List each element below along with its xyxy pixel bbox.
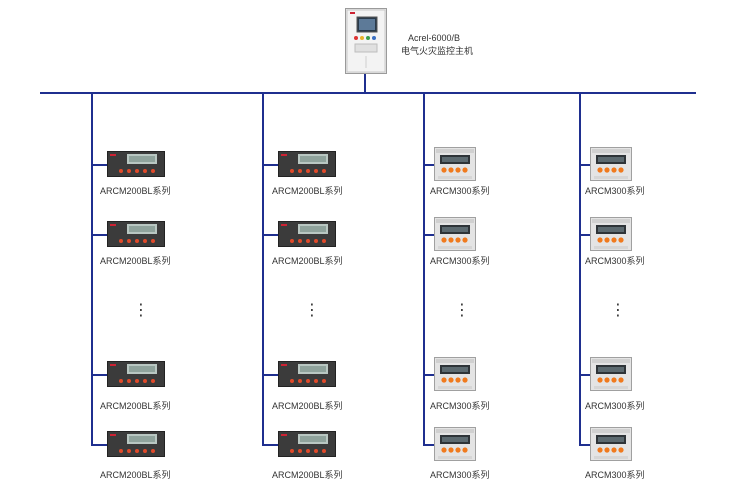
device-label: ARCM200BL系列 xyxy=(272,470,343,480)
branch-line-2 xyxy=(262,92,264,446)
device-label: ARCM300系列 xyxy=(430,401,490,411)
main-bus xyxy=(40,92,696,94)
stub-c2-r3 xyxy=(263,374,278,376)
stub-c3-r2 xyxy=(424,234,434,236)
stub-c4-r3 xyxy=(580,374,590,376)
ellipsis: ⋮ xyxy=(304,302,320,319)
stub-c4-r1 xyxy=(580,164,590,166)
arcm200bl-device xyxy=(107,361,165,387)
arcm200bl-device xyxy=(107,221,165,247)
host-cabinet xyxy=(345,8,387,74)
arcm300-device xyxy=(590,357,632,391)
host-model-label: Acrel-6000/B xyxy=(408,33,461,43)
device-label: ARCM300系列 xyxy=(585,256,645,266)
stub-c3-r4 xyxy=(424,444,434,446)
stub-c4-r2 xyxy=(580,234,590,236)
stub-c4-r4 xyxy=(580,444,590,446)
device-label: ARCM200BL系列 xyxy=(100,186,171,196)
stub-c3-r1 xyxy=(424,164,434,166)
host-name-label: 电气火灾监控主机 xyxy=(401,46,474,56)
device-label: ARCM300系列 xyxy=(585,401,645,411)
arcm200bl-device xyxy=(278,431,336,457)
ellipsis: ⋮ xyxy=(610,302,626,319)
host-drop-line xyxy=(364,74,366,94)
device-label: ARCM300系列 xyxy=(430,470,490,480)
branch-line-1 xyxy=(91,92,93,446)
device-label: ARCM200BL系列 xyxy=(100,470,171,480)
device-label: ARCM200BL系列 xyxy=(272,401,343,411)
arcm300-device xyxy=(434,357,476,391)
arcm200bl-device xyxy=(107,431,165,457)
device-label: ARCM200BL系列 xyxy=(100,401,171,411)
device-label: ARCM200BL系列 xyxy=(272,256,343,266)
arcm200bl-device xyxy=(107,151,165,177)
stub-c1-r4 xyxy=(92,444,107,446)
arcm300-device xyxy=(590,147,632,181)
branch-line-4 xyxy=(579,92,581,446)
arcm300-device xyxy=(434,427,476,461)
arcm200bl-device xyxy=(278,221,336,247)
arcm300-device xyxy=(434,217,476,251)
stub-c2-r4 xyxy=(263,444,278,446)
stub-c3-r3 xyxy=(424,374,434,376)
branch-line-3 xyxy=(423,92,425,446)
device-label: ARCM200BL系列 xyxy=(272,186,343,196)
arcm300-device xyxy=(590,217,632,251)
stub-c2-r1 xyxy=(263,164,278,166)
ellipsis: ⋮ xyxy=(133,302,149,319)
device-label: ARCM300系列 xyxy=(585,470,645,480)
ellipsis: ⋮ xyxy=(454,302,470,319)
arcm300-device xyxy=(434,147,476,181)
stub-c1-r1 xyxy=(92,164,107,166)
device-label: ARCM300系列 xyxy=(430,256,490,266)
stub-c2-r2 xyxy=(263,234,278,236)
arcm300-device xyxy=(590,427,632,461)
arcm200bl-device xyxy=(278,151,336,177)
stub-c1-r3 xyxy=(92,374,107,376)
device-label: ARCM200BL系列 xyxy=(100,256,171,266)
stub-c1-r2 xyxy=(92,234,107,236)
arcm200bl-device xyxy=(278,361,336,387)
device-label: ARCM300系列 xyxy=(585,186,645,196)
device-label: ARCM300系列 xyxy=(430,186,490,196)
